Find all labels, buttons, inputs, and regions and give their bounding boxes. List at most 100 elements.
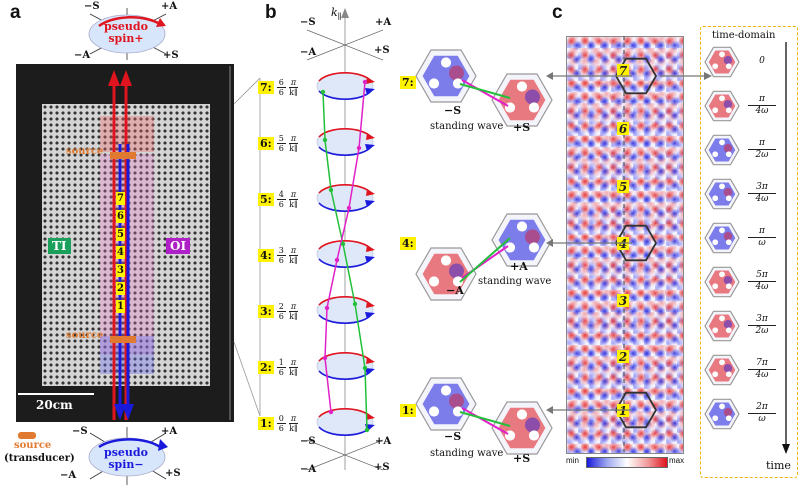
blue-arc-arrowhead-3	[365, 312, 375, 319]
time-snapshot-2-hole-2	[725, 151, 732, 158]
hex-row1-right-hole-1	[504, 430, 516, 441]
pi-symbol: π	[288, 246, 299, 256]
phase-numerator: 2	[276, 302, 286, 312]
red-rotation-arc-7	[318, 72, 372, 82]
c-row7-left: −S	[444, 104, 462, 117]
time-snapshot-3-hole-2	[725, 195, 732, 202]
k-axis-arrowhead	[341, 8, 349, 18]
hex-row1-right-hole-2	[528, 430, 540, 441]
time-snapshot-8	[704, 398, 740, 430]
time-snapshot-2-hole-1	[712, 151, 719, 158]
interface-number-5: 5	[116, 228, 125, 241]
axis-label-minus-s-bottom: −S	[72, 426, 88, 437]
panel-letter-a: a	[10, 2, 21, 23]
time-label-denominator: 2ω	[755, 150, 769, 160]
time-label-denominator: 4ω	[755, 194, 769, 204]
time-label-denominator: 4ω	[755, 106, 769, 116]
red-rotation-arc-5	[318, 184, 372, 194]
legend-source-label: source	[14, 440, 52, 451]
k-parallel-label: k∥	[331, 6, 342, 22]
time-snapshot-5-lobe	[723, 276, 733, 285]
red-rotation-arc-6	[318, 128, 372, 138]
zoom-lines	[233, 77, 261, 417]
strip-number-5: 5	[619, 180, 627, 194]
interface-number-2: 2	[116, 282, 125, 295]
spin-vector-magenta-row7	[461, 79, 509, 107]
k-symbol: k∥	[289, 200, 298, 209]
b-axis-plus-s-top: +S	[374, 45, 390, 56]
hex-row4-right-lobe	[525, 229, 540, 245]
blue-arc-arrowhead-6	[365, 144, 375, 151]
time-snapshot-3-hole-1	[712, 195, 719, 202]
spin-vector-magenta-row1	[461, 407, 509, 435]
interface-number-3: 3	[116, 264, 125, 277]
phase-denominator: 6	[278, 368, 284, 377]
time-snapshot-7-hole-0	[719, 359, 725, 366]
time-snapshot-5-hole-0	[719, 271, 725, 278]
panel-letter-c: c	[552, 2, 563, 23]
pi-symbol: π	[288, 414, 299, 424]
time-snapshot-0-hole-0	[719, 51, 725, 58]
time-label-numerator: 5π	[748, 270, 776, 282]
strip-number-bg-2	[617, 350, 629, 363]
time-label-numerator: 2π	[748, 402, 776, 414]
time-snapshot-1-hole-2	[725, 107, 732, 114]
c-row7-tag: 7:	[400, 76, 416, 89]
spin-vector-green-row1	[459, 411, 511, 427]
c-row4-caption: standing wave	[478, 276, 552, 287]
c-row7-right: +S	[513, 121, 531, 134]
hex-row7-right-hole-2	[528, 102, 540, 113]
hex-row7-right-hole-1	[504, 102, 516, 113]
time-snapshot-4-hole-1	[712, 239, 719, 246]
spin-vector-green-row4	[459, 237, 511, 283]
phase-denominator: 6	[278, 256, 284, 265]
c-row4-right: +A	[510, 260, 528, 273]
red-arc-arrowhead-2	[366, 357, 375, 364]
b-axis-minus-a-top: −A	[300, 47, 317, 58]
magenta-point-2	[322, 355, 328, 361]
c-row4-left: −A	[446, 284, 464, 297]
axis-label-plus-s-top: +S	[163, 50, 179, 61]
phase-row-tag: 3:	[258, 305, 274, 318]
pi-symbol: π	[288, 358, 299, 368]
axis-label-plus-s-bottom: +S	[165, 468, 181, 479]
magenta-point-7	[362, 79, 368, 85]
time-snapshot-7-lobe	[723, 364, 733, 373]
time-axis-label: time	[766, 459, 791, 472]
hex-row7-right	[491, 73, 553, 127]
hex-row1-left	[415, 377, 477, 431]
green-point-3	[352, 301, 358, 307]
red-arc-arrowhead-5	[366, 189, 375, 196]
hex-row4-right-hole-1	[504, 242, 516, 253]
phase-numerator: 5	[276, 134, 286, 144]
time-snapshot-3-lobe	[723, 188, 733, 197]
time-snapshot-1-lobe	[723, 100, 733, 109]
hex-row4-right-hole-2	[528, 242, 540, 253]
c-row1-right: +S	[513, 452, 531, 465]
red-arc-arrowhead-6	[366, 133, 375, 140]
c-row1-left: −S	[444, 430, 462, 443]
green-point-7	[320, 89, 326, 95]
phase-denominator: 6	[278, 144, 284, 153]
time-snapshot-0-hole-1	[712, 63, 719, 70]
b-axis-minus-s-top: −S	[300, 17, 316, 28]
pi-symbol: π	[288, 190, 299, 200]
time-snapshot-7	[704, 354, 740, 386]
time-snapshot-0-hole-2	[725, 63, 732, 70]
time-label-denominator: 2ω	[755, 326, 769, 336]
